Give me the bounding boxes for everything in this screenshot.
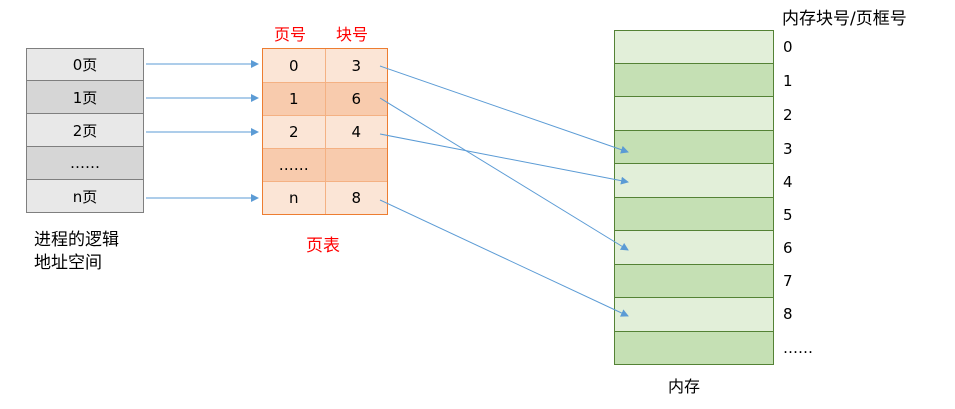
page-table-page: n — [288, 189, 299, 207]
memory-frame-7 — [614, 264, 774, 298]
memory-frame-0 — [614, 30, 774, 64]
arrow-block4-to-memory — [379, 133, 629, 185]
memory-frame-5 — [614, 197, 774, 231]
memory-frame-2 — [614, 97, 774, 131]
memory-block-number: 8 — [783, 305, 793, 323]
arrow-block6-to-memory — [379, 97, 629, 251]
logical-label-line1: 进程的逻辑 — [34, 230, 119, 250]
logical-page-2: 2页 — [26, 114, 144, 147]
page-table-row: …… — [263, 148, 387, 181]
memory-block-number: 7 — [783, 272, 793, 290]
page-table-block: 8 — [324, 182, 388, 214]
page-table-page: …… — [278, 156, 309, 174]
block-number-header: 块号 — [336, 25, 369, 44]
logical-address-space: 0页 1页 2页 …… n页 — [26, 48, 144, 213]
logical-page-0: 0页 — [26, 48, 144, 81]
memory-frame-6 — [614, 231, 774, 265]
page-table-block: 4 — [324, 116, 388, 148]
memory-frame-1 — [614, 63, 774, 97]
physical-memory — [614, 30, 774, 365]
memory-block-number: 5 — [783, 206, 793, 224]
memory-block-number: 1 — [783, 72, 793, 90]
page-table-page: 0 — [288, 56, 299, 75]
memory-block-number: 2 — [783, 106, 793, 124]
memory-block-header: 内存块号/页框号 — [782, 9, 907, 29]
memory-frame-8 — [614, 298, 774, 332]
page-table-row: 1 6 — [263, 82, 387, 115]
page-table-caption: 页表 — [306, 236, 340, 256]
page-table-page: 2 — [288, 123, 299, 141]
memory-frame-9 — [614, 331, 774, 365]
page-table-page: 1 — [288, 90, 299, 108]
page-table-block: 6 — [324, 83, 388, 115]
memory-block-number: 0 — [783, 38, 793, 56]
memory-block-number: 4 — [783, 173, 793, 191]
memory-frame-3 — [614, 130, 774, 164]
logical-page-ellipsis: …… — [26, 147, 144, 180]
arrow-block8-to-memory — [379, 199, 629, 317]
arrow-block3-to-memory — [379, 65, 629, 154]
logical-space-label: 进程的逻辑 地址空间 — [34, 229, 154, 275]
page-table-row: 0 3 — [263, 49, 387, 82]
page-table: 0 3 1 6 2 4 …… n 8 — [262, 48, 388, 215]
page-table-block — [324, 149, 388, 181]
memory-block-number: 6 — [783, 239, 793, 257]
memory-caption: 内存 — [668, 377, 701, 396]
logical-label-line2: 地址空间 — [34, 253, 102, 273]
page-table-row: 2 4 — [263, 115, 387, 148]
logical-page-n: n页 — [26, 180, 144, 213]
memory-frame-4 — [614, 164, 774, 198]
page-table-block: 3 — [324, 49, 388, 82]
page-table-row: n 8 — [263, 181, 387, 214]
memory-block-number: …… — [783, 339, 813, 357]
page-number-header: 页号 — [274, 25, 307, 44]
memory-block-number: 3 — [783, 140, 793, 158]
logical-page-1: 1页 — [26, 81, 144, 114]
